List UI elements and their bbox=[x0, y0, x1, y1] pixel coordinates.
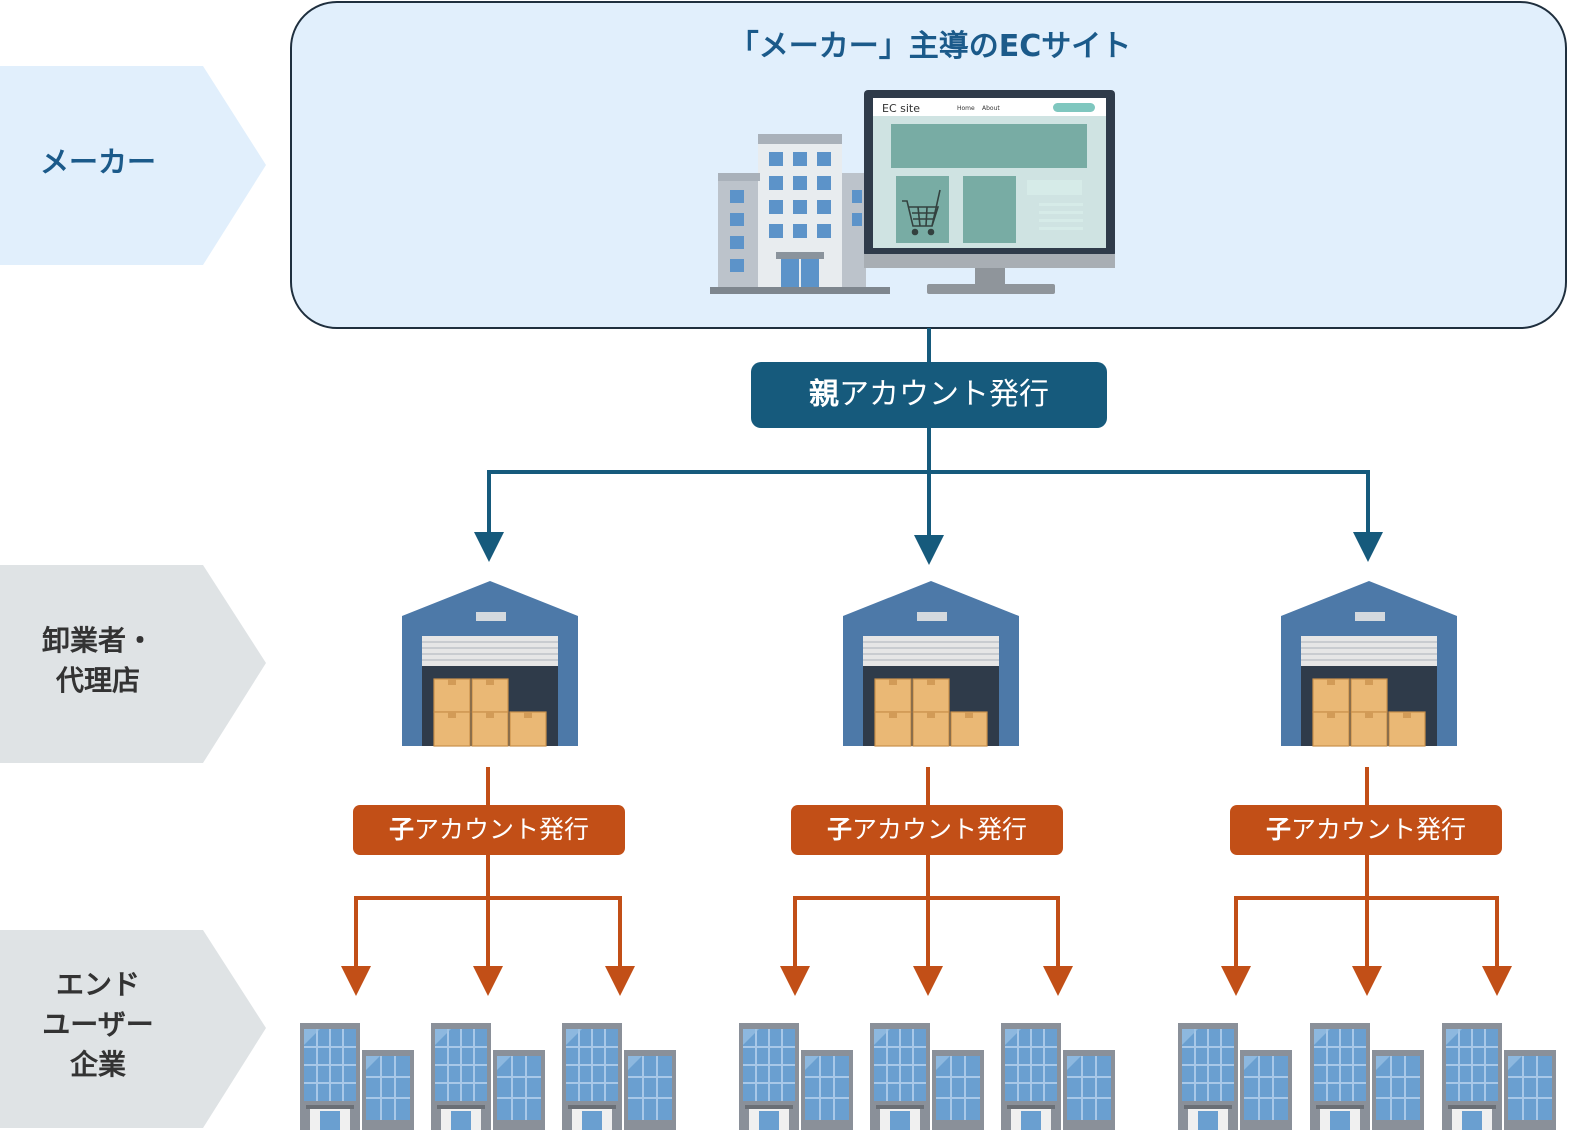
arrowhead-to-end-user bbox=[1482, 966, 1512, 996]
maker-chevron bbox=[0, 66, 266, 265]
screen-nav-home: Home bbox=[957, 105, 975, 112]
warehouse-icon bbox=[842, 580, 1020, 747]
arrowhead-to-end-user bbox=[1352, 966, 1382, 996]
svg-text:子アカウント発行: 子アカウント発行 bbox=[1266, 815, 1466, 844]
maker-ec-panel: 「メーカー」主導のECサイト bbox=[290, 1, 1567, 329]
wholesaler-label-line1: 卸業者・ bbox=[42, 624, 154, 657]
wholesaler-label-line2: 代理店 bbox=[55, 664, 140, 697]
child-account-badge-2: 子アカウント発行 bbox=[791, 805, 1063, 855]
office-building-icon bbox=[1441, 1022, 1557, 1130]
wholesaler-chevron bbox=[0, 565, 266, 763]
svg-text:子アカウント発行: 子アカウント発行 bbox=[827, 815, 1027, 844]
arrowhead-to-end-user bbox=[605, 966, 635, 996]
arrowhead-to-wholesaler-1 bbox=[474, 532, 504, 562]
arrowhead-to-end-user bbox=[1221, 966, 1251, 996]
office-building-icon bbox=[561, 1022, 677, 1130]
maker-panel-title: 「メーカー」主導のECサイト bbox=[729, 29, 1132, 64]
parent-arrowheads bbox=[474, 532, 1383, 565]
end-user-label-line2: ユーザー bbox=[42, 1008, 153, 1041]
parent-account-badge: 親アカウント発行 bbox=[751, 362, 1107, 428]
child-arrowheads bbox=[341, 966, 1512, 996]
end-user-chevron bbox=[0, 930, 266, 1128]
svg-text:子アカウント発行: 子アカウント発行 bbox=[389, 815, 589, 844]
parent-connectors bbox=[487, 328, 1370, 538]
arrowhead-to-end-user bbox=[1043, 966, 1073, 996]
row-label-end-user: エンド ユーザー 企業 bbox=[0, 930, 266, 1128]
arrowhead-to-end-user bbox=[913, 966, 943, 996]
screen-nav-about: About bbox=[982, 105, 1000, 112]
parent-badge-text: アカウント発行 bbox=[839, 377, 1049, 412]
child-badge-bold: 子 bbox=[827, 815, 852, 844]
end-user-label-line1: エンド bbox=[56, 968, 140, 1001]
child-badge-text: アカウント発行 bbox=[852, 815, 1027, 844]
end-user-label-line3: 企業 bbox=[70, 1048, 126, 1081]
office-building-icon bbox=[299, 1022, 415, 1130]
office-building-icon bbox=[1000, 1022, 1116, 1130]
warehouse-icon bbox=[401, 580, 579, 747]
office-building-icon bbox=[869, 1022, 985, 1130]
child-account-badge-3: 子アカウント発行 bbox=[1230, 805, 1502, 855]
child-connectors bbox=[354, 767, 1499, 968]
child-badge-text: アカウント発行 bbox=[1291, 815, 1466, 844]
maker-label: メーカー bbox=[40, 145, 156, 179]
office-building-icon bbox=[1309, 1022, 1425, 1130]
computer-monitor-icon: EC site Home About bbox=[864, 90, 1115, 294]
child-badge-text: アカウント発行 bbox=[414, 815, 589, 844]
arrowhead-to-wholesaler-3 bbox=[1353, 532, 1383, 562]
office-building-icon bbox=[738, 1022, 854, 1130]
arrowhead-to-end-user bbox=[473, 966, 503, 996]
arrowhead-to-end-user bbox=[780, 966, 810, 996]
row-label-maker: メーカー bbox=[0, 66, 266, 265]
svg-text:親アカウント発行: 親アカウント発行 bbox=[809, 377, 1049, 412]
child-badge-bold: 子 bbox=[1266, 815, 1291, 844]
office-building-icon bbox=[430, 1022, 546, 1130]
child-badge-bold: 子 bbox=[389, 815, 414, 844]
office-building-icon bbox=[1177, 1022, 1293, 1130]
screen-nav-button bbox=[1053, 103, 1095, 112]
office-building-icon bbox=[710, 134, 890, 294]
arrowhead-to-wholesaler-2 bbox=[914, 535, 944, 565]
screen-site-name: EC site bbox=[882, 102, 920, 115]
child-account-badge-1: 子アカウント発行 bbox=[353, 805, 625, 855]
warehouse-icon bbox=[1280, 580, 1458, 747]
row-label-wholesaler: 卸業者・ 代理店 bbox=[0, 565, 266, 763]
parent-badge-bold: 親 bbox=[809, 377, 839, 412]
arrowhead-to-end-user bbox=[341, 966, 371, 996]
shopping-cart-icon bbox=[902, 189, 941, 236]
